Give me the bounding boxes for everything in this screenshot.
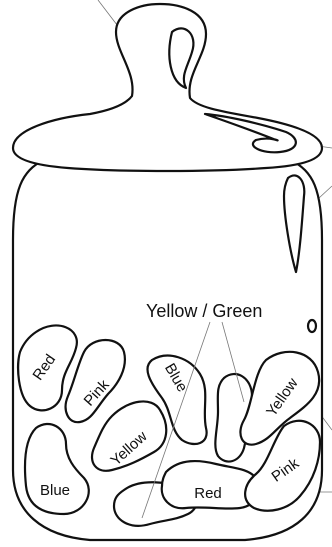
bean-label-blue-2: Blue (40, 482, 70, 499)
group-label-yellow-green: Yellow / Green (146, 301, 262, 321)
bubble (308, 320, 316, 332)
bean-label-red-2: Red (194, 485, 222, 502)
